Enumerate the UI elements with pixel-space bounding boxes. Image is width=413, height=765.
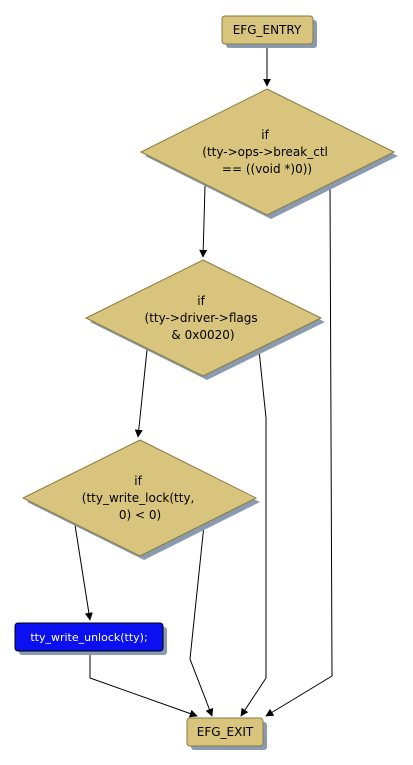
cond2-line-2: (tty->driver->flags: [145, 311, 258, 325]
edge-cond2-to-cond3: [134, 349, 148, 438]
cond1-line-2: (tty->ops->break_ctl: [202, 145, 328, 159]
exit-node[interactable]: EFG_EXIT: [186, 717, 267, 750]
edge-cond1-to-exit: [265, 185, 333, 717]
entry-node[interactable]: EFG_ENTRY: [221, 15, 317, 48]
svg-text:if (tty_write_lock(tty,: if (tty_write_lock(tty, 0) < 0): [82, 474, 198, 522]
entry-label: EFG_ENTRY: [233, 23, 302, 37]
stmt1-label: tty_write_unlock(tty);: [30, 631, 147, 644]
cond2-line-3: & 0x0020): [171, 328, 234, 342]
condition-node-break-ctl[interactable]: if (tty->ops->break_ctl == ((void *)0)): [139, 88, 398, 219]
svg-text:if (tty->driver->flags: if (tty->driver->flags & 0x0020): [145, 294, 262, 342]
cond3-line-1: if: [134, 474, 142, 488]
condition-node-driver-flags[interactable]: if (tty->driver->flags & 0x0020): [84, 259, 325, 380]
edge-stmt1-to-exit: [89, 653, 198, 718]
cond1-line-1: if: [261, 128, 269, 142]
statement-node-write-unlock[interactable]: tty_write_unlock(tty);: [14, 622, 167, 655]
cond2-line-1: if: [197, 294, 205, 308]
cond3-line-2: (tty_write_lock(tty,: [82, 491, 195, 505]
cond1-line-3: == ((void *)0)): [222, 162, 312, 176]
edge-cond3-to-exit: [189, 524, 214, 717]
condition-node-write-lock[interactable]: if (tty_write_lock(tty, 0) < 0): [21, 439, 260, 560]
svg-text:if (tty->ops->break_ctl: if (tty->ops->break_ctl == ((void *)0)): [202, 128, 331, 176]
edges: [74, 46, 333, 718]
edge-cond2-to-exit: [240, 349, 267, 717]
edge-cond3-to-stmt1: [74, 524, 93, 621]
cond3-line-3: 0) < 0): [119, 508, 161, 522]
edge-cond1-to-cond2: [199, 185, 208, 258]
exit-label: EFG_EXIT: [197, 725, 254, 739]
